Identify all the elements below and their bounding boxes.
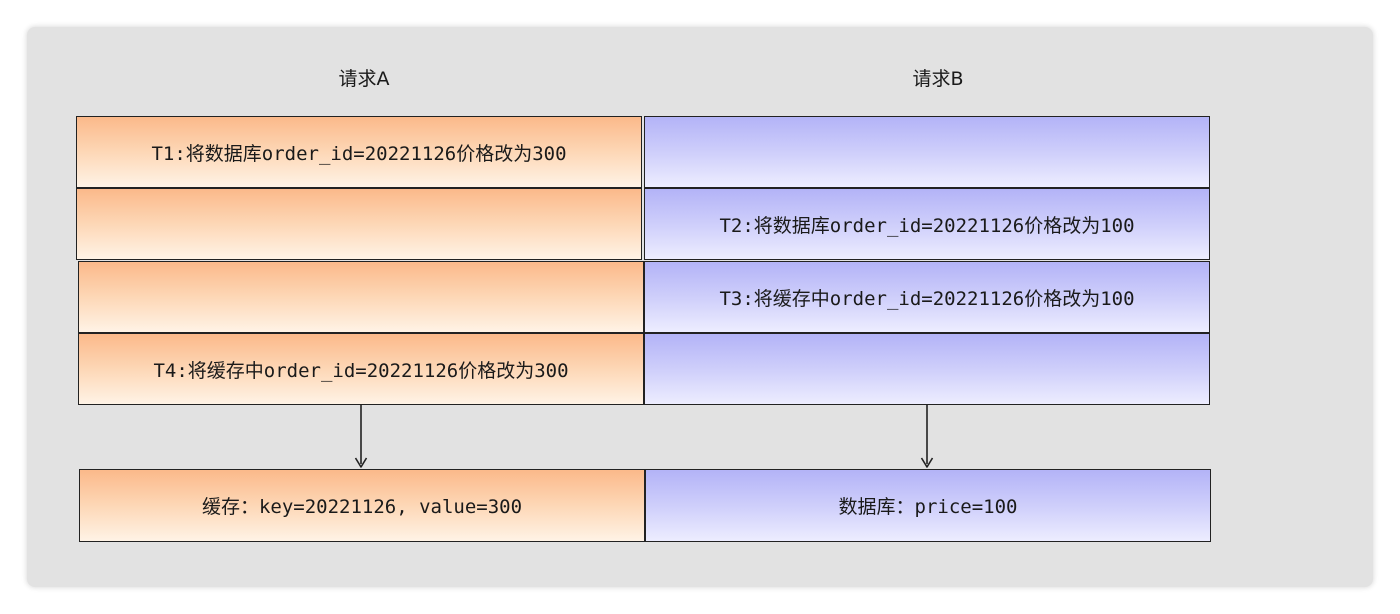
request-a-step-empty-2: [78, 261, 644, 333]
request-a-step-t4: T4:将缓存中order_id=20221126价格改为300: [78, 333, 644, 405]
cache-result: 缓存：key=20221126, value=300: [79, 469, 645, 542]
request-b-step-empty-1: [644, 116, 1210, 188]
request-a-step-empty-1: [76, 188, 642, 260]
request-b-header: 请求B: [912, 68, 964, 90]
request-b-step-empty-2: [644, 333, 1210, 405]
request-b-step-t2: T2:将数据库order_id=20221126价格改为100: [644, 188, 1210, 260]
request-a-header: 请求A: [338, 68, 390, 90]
request-a-step-t1: T1:将数据库order_id=20221126价格改为300: [76, 116, 642, 188]
request-b-step-t3: T3:将缓存中order_id=20221126价格改为100: [644, 261, 1210, 333]
database-result: 数据库：price=100: [645, 469, 1211, 542]
